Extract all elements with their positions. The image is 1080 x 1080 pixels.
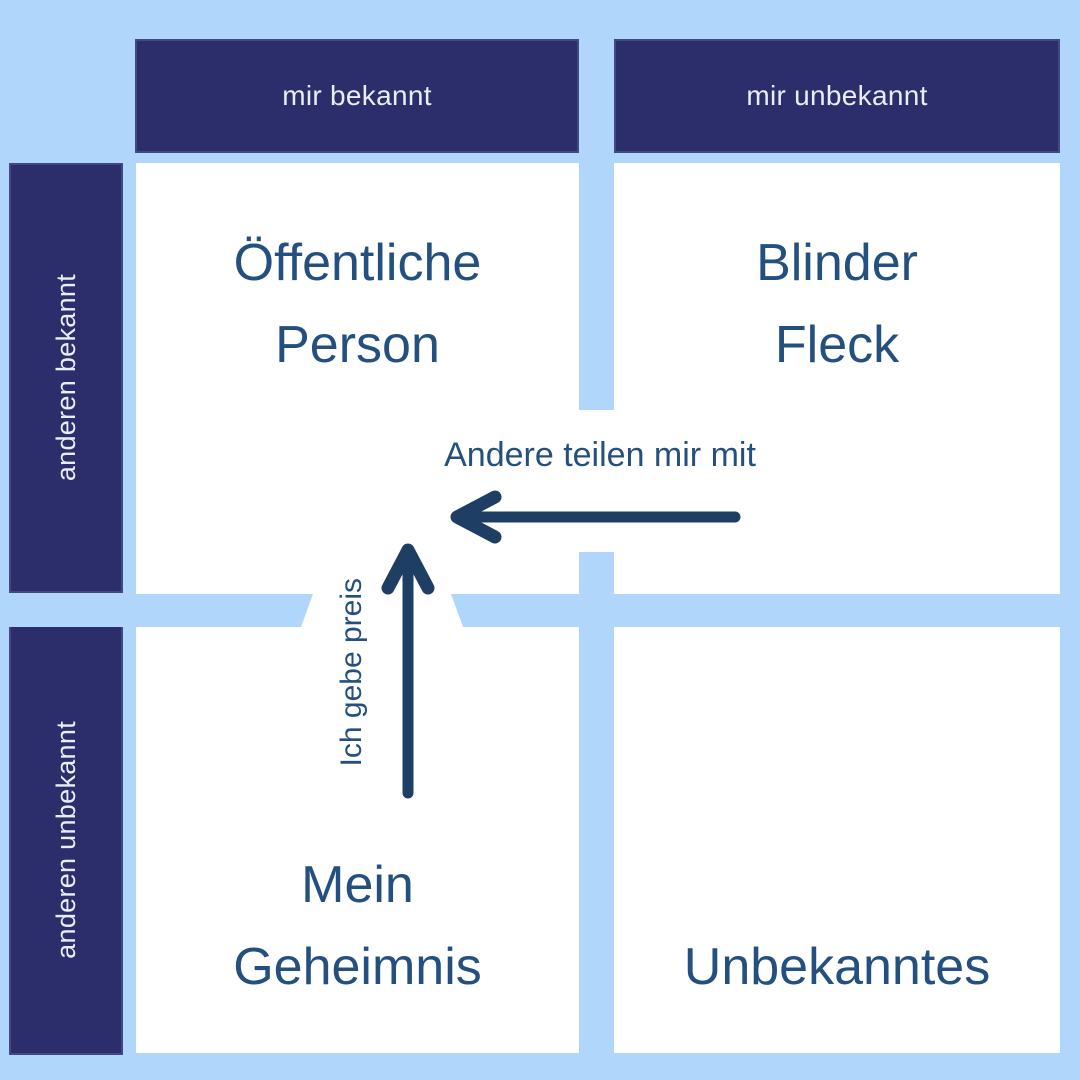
quadrant-open-line2: Person — [275, 316, 440, 374]
divider-horizontal-left-segment — [0, 594, 313, 627]
left-arrow-head — [450, 490, 502, 544]
column-header-known-to-self: mir bekannt — [135, 39, 579, 153]
divider-vertical-top-segment — [579, 163, 614, 410]
quadrant-blind-spot: Blinder Fleck — [614, 222, 1060, 386]
quadrant-unknown-area: Unbekanntes — [614, 926, 1060, 1008]
up-arrow — [381, 543, 435, 799]
left-arrow — [450, 490, 741, 544]
vertical-arrow-caption: Ich gebe preis — [330, 550, 374, 795]
quadrant-hidden-line1: Mein — [301, 856, 414, 914]
divider-vertical-bottom-segment — [579, 552, 614, 1053]
horizontal-arrow-caption: Andere teilen mir mit — [444, 436, 756, 474]
up-arrow-head — [381, 543, 435, 595]
quadrant-blind-line2: Fleck — [774, 316, 900, 374]
quadrant-hidden-line2: Geheimnis — [233, 938, 482, 996]
column-header-known-to-self-label: mir bekannt — [282, 80, 432, 111]
quadrant-unknown-line1: Unbekanntes — [683, 938, 991, 996]
column-header-unknown-to-self-label: mir unbekannt — [746, 80, 928, 111]
vertical-arrow-caption-text: Ich gebe preis — [335, 578, 368, 767]
quadrant-open-area: Öffentliche Person — [136, 222, 579, 386]
row-header-unknown-to-others: anderen unbekannt — [9, 625, 123, 1055]
divider-horizontal-right-segment — [451, 594, 1080, 627]
column-header-unknown-to-self: mir unbekannt — [614, 39, 1060, 153]
row-header-known-to-others: anderen bekannt — [9, 163, 123, 593]
quadrant-hidden-area: Mein Geheimnis — [136, 844, 579, 1008]
quadrant-open-line1: Öffentliche — [233, 234, 482, 292]
row-header-known-to-others-label: anderen bekannt — [50, 274, 81, 482]
row-header-unknown-to-others-label: anderen unbekannt — [50, 721, 81, 959]
quadrant-blind-line1: Blinder — [756, 234, 918, 292]
